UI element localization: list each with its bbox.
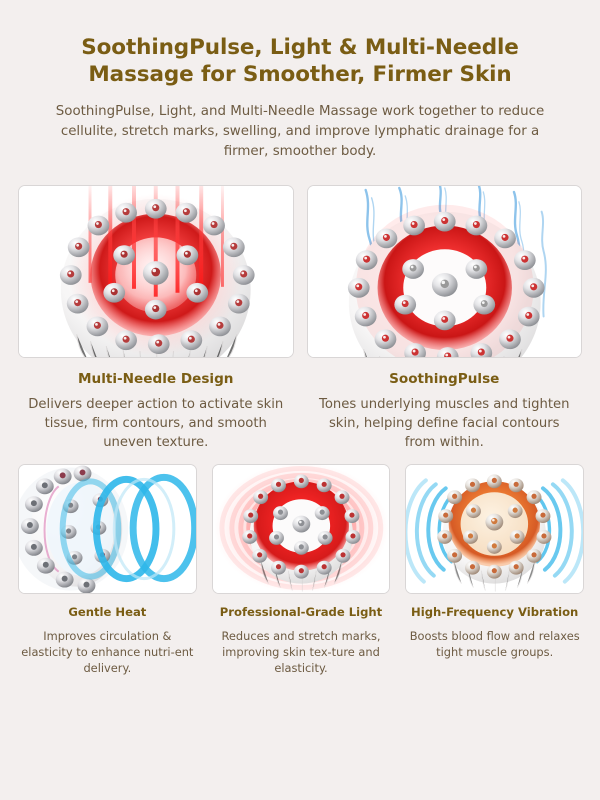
heat-rings xyxy=(59,474,196,583)
needle-tips-outer xyxy=(241,474,361,580)
feature-title: Gentle Heat xyxy=(68,605,147,620)
needle-tips-outer xyxy=(347,211,545,358)
feature-grid-top: Multi-Needle Design Delivers deeper acti… xyxy=(0,161,600,452)
feature-card-gentle-heat[interactable]: Gentle Heat Improves circulation & elast… xyxy=(18,464,197,676)
needle-tips-outer xyxy=(59,199,255,355)
feature-card-high-frequency-vibration[interactable]: High-Frequency Vibration Boosts blood fl… xyxy=(405,464,585,676)
feature-title: High-Frequency Vibration xyxy=(411,605,579,620)
feature-description: Tones underlying muscles and tighten ski… xyxy=(319,397,570,450)
feature-title: Multi-Needle Design xyxy=(78,371,234,388)
feature-image-gentle-heat xyxy=(18,464,197,595)
needle-tips-inner xyxy=(268,506,333,556)
needle-tips-outer xyxy=(437,474,552,580)
feature-grid-bottom: Gentle Heat Improves circulation & elast… xyxy=(0,452,600,676)
feature-image-soothingpulse xyxy=(306,185,582,359)
feature-title: Professional-Grade Light xyxy=(219,605,383,620)
feature-image-professional-grade-light xyxy=(211,464,391,595)
feature-card-professional-grade-light[interactable]: Professional-Grade Light Reduces and str… xyxy=(211,464,391,676)
needle-tips-inner xyxy=(463,504,525,555)
feature-description: Delivers deeper action to activate skin … xyxy=(28,397,284,450)
page-title: SoothingPulse, Light & Multi-Needle Mass… xyxy=(81,35,519,88)
device-red-ring-with-needle-beams-icon xyxy=(19,186,293,358)
feature-image-high-frequency-vibration xyxy=(405,464,585,595)
feature-image-multi-needle-design xyxy=(18,185,294,359)
vibration-waves-right xyxy=(533,478,584,585)
needle-tips-inner xyxy=(393,259,495,331)
vibration-waves-left xyxy=(406,478,456,585)
needle-tips-inner xyxy=(103,245,209,320)
page-subtitle: SoothingPulse, Light, and Multi-Needle M… xyxy=(55,104,545,159)
device-orange-ring-with-vibration-waves-icon xyxy=(406,465,584,594)
feature-description: Boosts blood flow and relaxes tight musc… xyxy=(409,628,580,660)
device-red-glow-halo-icon xyxy=(212,465,390,594)
device-red-ring-with-blue-electric-arcs-icon xyxy=(307,186,581,358)
feature-title: SoothingPulse xyxy=(389,371,500,388)
header: SoothingPulse, Light & Multi-Needle Mass… xyxy=(0,0,600,161)
feature-description: Improves circulation & elasticity to enh… xyxy=(21,628,194,676)
device-tilted-with-blue-rings-icon xyxy=(19,465,196,594)
feature-description: Reduces and stretch marks, improving ski… xyxy=(221,628,381,676)
feature-card-soothingpulse[interactable]: SoothingPulse Tones underlying muscles a… xyxy=(306,185,582,452)
feature-card-multi-needle-design[interactable]: Multi-Needle Design Delivers deeper acti… xyxy=(18,185,294,452)
